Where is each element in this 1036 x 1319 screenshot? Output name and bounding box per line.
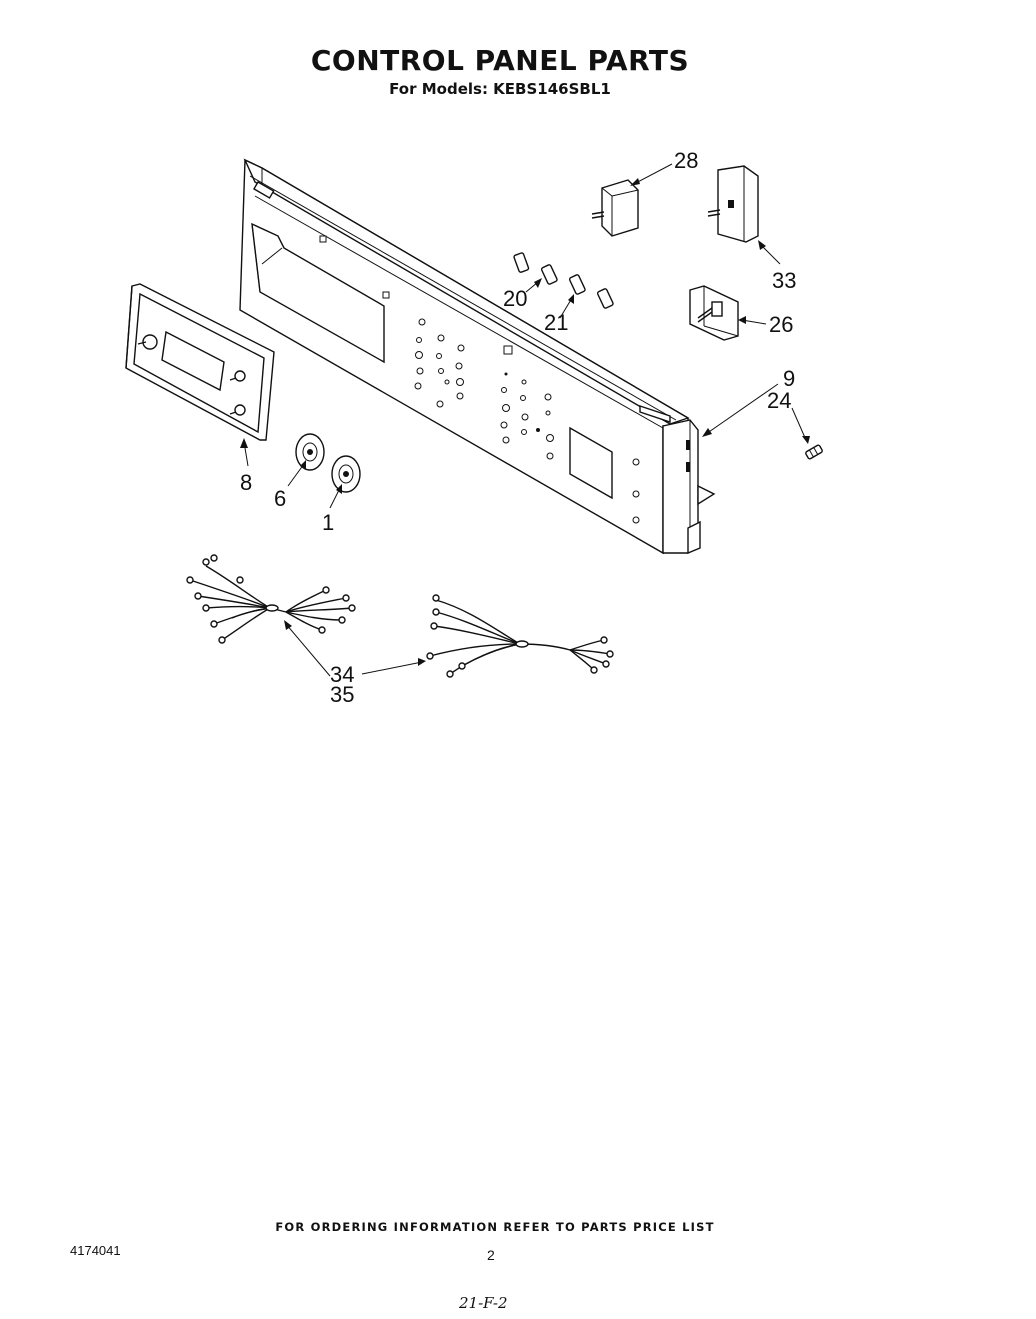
wire-harness-left [186, 554, 356, 644]
callout-35: 35 [330, 682, 354, 707]
callout-21: 21 [544, 310, 568, 335]
bezel-part-8 [125, 283, 275, 441]
callout-24: 24 [767, 388, 791, 413]
wire-harness-right [426, 594, 614, 678]
button-pins-20-21 [513, 252, 614, 309]
callout-9: 9 [783, 366, 795, 391]
switch-part-26 [689, 285, 739, 341]
page-title: CONTROL PANEL PARTS [310, 44, 690, 77]
callout-1: 1 [322, 510, 334, 535]
callout-33: 33 [772, 268, 796, 293]
model-subtitle: For Models: KEBS146SBL1 [389, 80, 611, 98]
callout-8: 8 [240, 470, 252, 495]
document-number: 4174041 [70, 1243, 121, 1258]
callout-28: 28 [674, 148, 698, 173]
ordering-note: FOR ORDERING INFORMATION REFER TO PARTS … [275, 1220, 715, 1234]
handwritten-code: 21-F-2 [459, 1294, 508, 1312]
callout-leaders [240, 163, 810, 677]
callout-34: 34 [330, 662, 354, 687]
knob-part-1 [331, 455, 361, 493]
screw-part-24 [805, 444, 823, 460]
switch-part-28 [591, 179, 639, 237]
switch-part-33 [707, 165, 759, 243]
control-panel-part [239, 158, 716, 555]
page-number: 2 [487, 1247, 495, 1263]
callout-20: 20 [503, 286, 527, 311]
callout-26: 26 [769, 312, 793, 337]
callout-6: 6 [274, 486, 286, 511]
knob-part-6 [295, 433, 325, 471]
